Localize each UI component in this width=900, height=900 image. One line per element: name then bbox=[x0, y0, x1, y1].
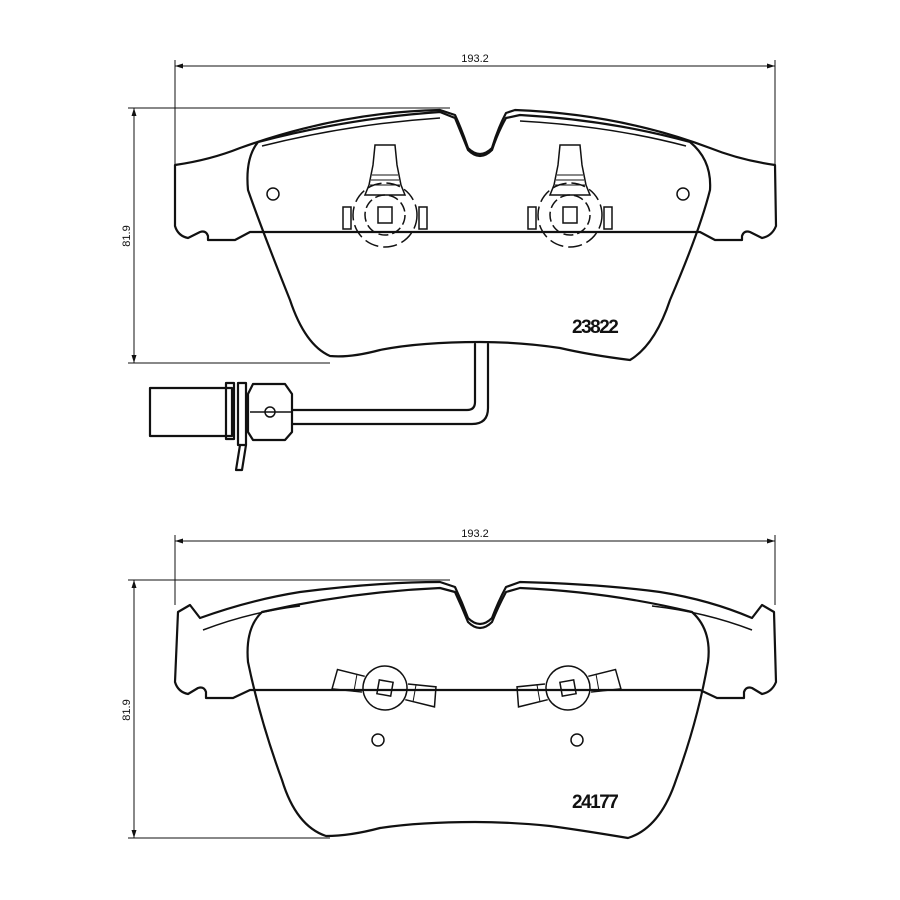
bottom-hole-left bbox=[371, 733, 385, 747]
wear-sensor bbox=[148, 342, 490, 472]
top-width-dimension: 193.2 bbox=[174, 53, 776, 165]
bottom-height-dimension: 81.9 bbox=[121, 579, 450, 839]
top-height-dimension: 81.9 bbox=[121, 107, 450, 364]
bottom-backing-plate bbox=[173, 580, 778, 700]
top-hole-right bbox=[676, 187, 690, 201]
bottom-clip-right bbox=[516, 665, 622, 711]
bottom-clip-left bbox=[331, 665, 437, 711]
top-backing-plate bbox=[173, 108, 778, 242]
top-hole-left bbox=[266, 187, 280, 201]
top-width-label: 193.2 bbox=[461, 53, 489, 65]
top-pad: 193.2 81.9 bbox=[121, 53, 778, 472]
top-clip-right bbox=[527, 144, 613, 248]
bottom-friction-material bbox=[246, 586, 710, 840]
top-friction-material bbox=[246, 110, 712, 362]
bottom-height-label: 81.9 bbox=[121, 699, 133, 720]
bottom-hole-right bbox=[570, 733, 584, 747]
top-part-number: 23822 bbox=[572, 317, 618, 338]
top-clip-left bbox=[342, 144, 428, 248]
bottom-width-dimension: 193.2 bbox=[174, 528, 776, 605]
bottom-pad: 193.2 81.9 24177 bbox=[121, 528, 778, 840]
top-height-label: 81.9 bbox=[121, 225, 133, 246]
bottom-part-number: 24177 bbox=[572, 792, 618, 813]
bottom-width-label: 193.2 bbox=[461, 528, 489, 540]
